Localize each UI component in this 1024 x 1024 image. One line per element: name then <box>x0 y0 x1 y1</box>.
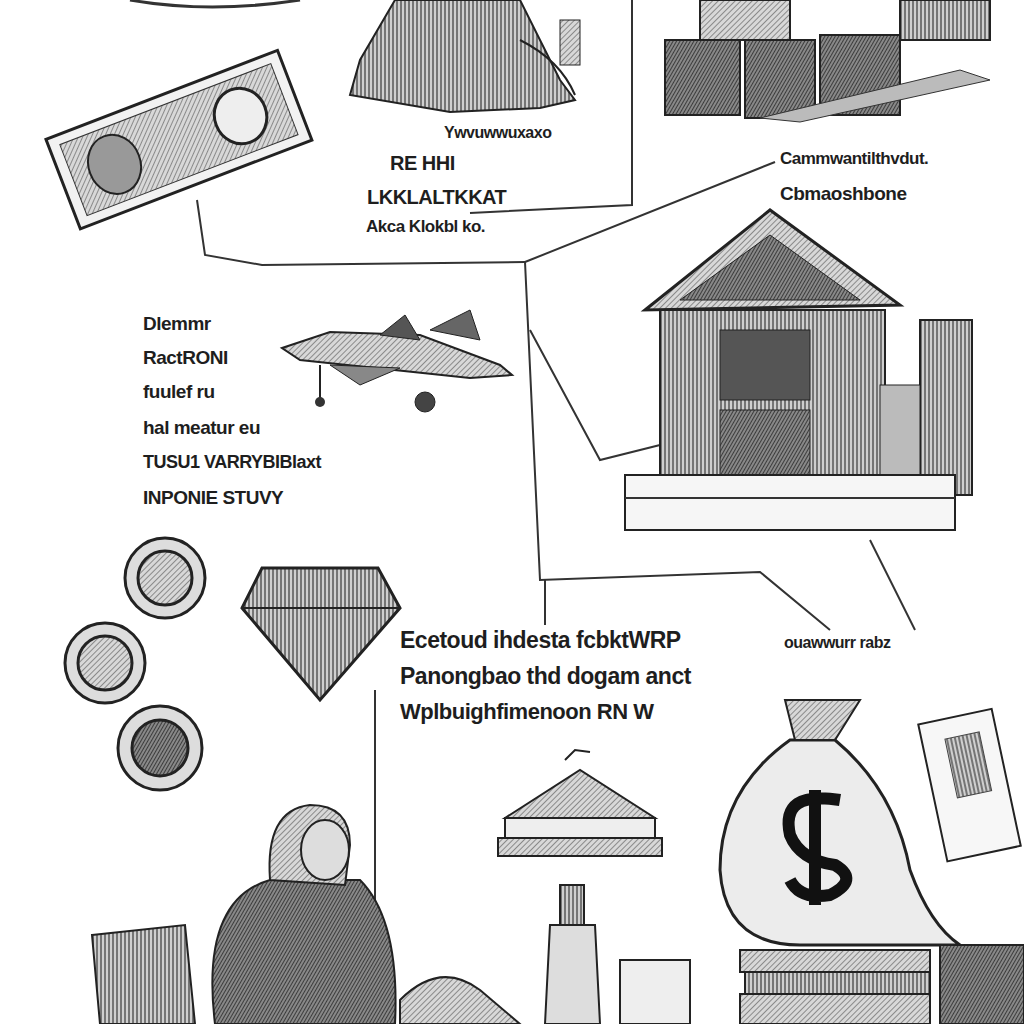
desk-items <box>92 885 1024 1024</box>
note-label: Wplbuighfimenoon RN W <box>398 700 655 724</box>
bank-building <box>625 210 972 530</box>
note-label: Ecetoud ihdesta fcbktWRP <box>398 628 683 653</box>
note-label: Ywvuwwuxaxo <box>442 124 553 142</box>
banknote <box>46 50 312 228</box>
diamond-gem <box>242 568 400 700</box>
note-label: INPONIE STUVY <box>141 488 285 509</box>
note-label: TUSU1 VARRYBIBlaxt <box>141 453 323 473</box>
stacked-blocks <box>665 0 990 122</box>
note-label: Dlemmr <box>141 314 213 335</box>
note-label: hal meatur eu <box>141 418 262 439</box>
note-label: RE HHI <box>388 152 457 174</box>
note-label: Cammwantilthvdut. <box>778 150 930 169</box>
note-label: Akca Klokbl ko. <box>364 218 487 237</box>
airplane <box>282 310 512 412</box>
coins <box>65 538 205 790</box>
note-label: fuulef ru <box>141 382 217 403</box>
note-label: ouawwurr rabz <box>782 634 892 652</box>
note-label: LKKLALTKKAT <box>365 186 508 208</box>
seated-person <box>212 805 395 1024</box>
receipt <box>918 709 1020 862</box>
note-label: RactRONI <box>141 348 230 369</box>
dress-figure <box>350 0 580 112</box>
note-label: Cbmaoshbone <box>778 184 908 205</box>
note-label: Panongbao thd dogam anct <box>398 664 693 689</box>
small-bank <box>498 750 662 856</box>
